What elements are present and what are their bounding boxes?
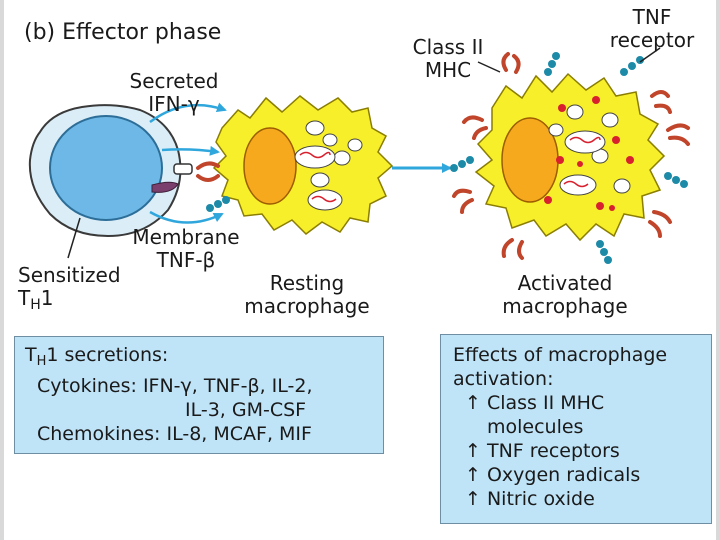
tnf-receptor-leader-line	[639, 47, 661, 63]
membrane-tnf-arrow-icon	[149, 210, 224, 224]
class-ii-leader-line	[477, 61, 501, 73]
effect-class-ii-mhc-continued: molecules	[487, 416, 584, 438]
tnf-receptor-resting-icon	[206, 196, 230, 212]
resting-lysosomes	[305, 120, 363, 188]
activated-mitochondria	[559, 130, 606, 196]
effect-nitric-oxide: ↑ Nitric oxide	[465, 488, 595, 510]
effects-heading-line1: Effects of macrophage	[453, 344, 668, 366]
effect-class-ii-mhc: ↑ Class II MHC	[465, 392, 605, 414]
tnf-receptor-label: TNF receptor	[609, 5, 695, 52]
chemokines-line: Chemokines: IL-8, MCAF, MIF	[37, 423, 312, 445]
th1-nucleus	[49, 115, 163, 221]
activated-macrophage	[450, 52, 690, 264]
class-ii-mhc-activated-icon	[452, 52, 690, 260]
secreted-ifn-arrow-icon	[149, 102, 227, 124]
activated-lysosomes	[548, 104, 631, 194]
secretions-heading: TH1 secretions:	[25, 344, 169, 369]
left-frame-edge	[0, 0, 4, 540]
sensitized-th1-label: Sensitized TH1	[18, 263, 121, 314]
membrane-tnf-label: Membrane TNF-β	[132, 225, 240, 272]
sensitized-leader-line	[67, 217, 81, 259]
th1-cell	[28, 104, 193, 238]
th1-secretions-box: TH1 secretions: Cytokines: IFN-γ, TNF-β,…	[14, 336, 384, 454]
effect-tnf-receptors: ↑ TNF receptors	[465, 440, 620, 462]
effect-oxygen-radicals: ↑ Oxygen radicals	[465, 464, 641, 486]
cytokines-line: Cytokines: IFN-γ, TNF-β, IL-2,	[37, 375, 313, 397]
resting-mitochondria	[294, 145, 343, 211]
cytokines-continued-line: IL-3, GM-CSF	[185, 399, 307, 421]
right-frame-edge	[716, 0, 720, 540]
class-ii-mhc-label: Class II MHC	[412, 35, 484, 82]
figure-title: (b) Effector phase	[24, 19, 222, 45]
activated-macrophage-label: Activated macrophage	[502, 271, 628, 318]
effects-heading-line2: activation:	[453, 368, 554, 390]
secreted-ifn-label: Secreted IFN-γ	[129, 69, 219, 116]
class-ii-mhc-resting-icon	[196, 161, 220, 182]
secretion-arrow-middle-icon	[161, 145, 220, 156]
resting-macrophage-label: Resting macrophage	[244, 271, 370, 318]
tcr-receptor	[173, 163, 193, 175]
resting-macrophage	[196, 95, 394, 235]
oxygen-radical-granules	[544, 96, 634, 211]
membrane-tnf-beta-marker	[151, 181, 179, 193]
tnf-receptor-activated-icon	[450, 52, 688, 264]
activation-effects-box: Effects of macrophage activation: ↑ Clas…	[440, 334, 712, 524]
resting-nucleus	[243, 127, 297, 205]
